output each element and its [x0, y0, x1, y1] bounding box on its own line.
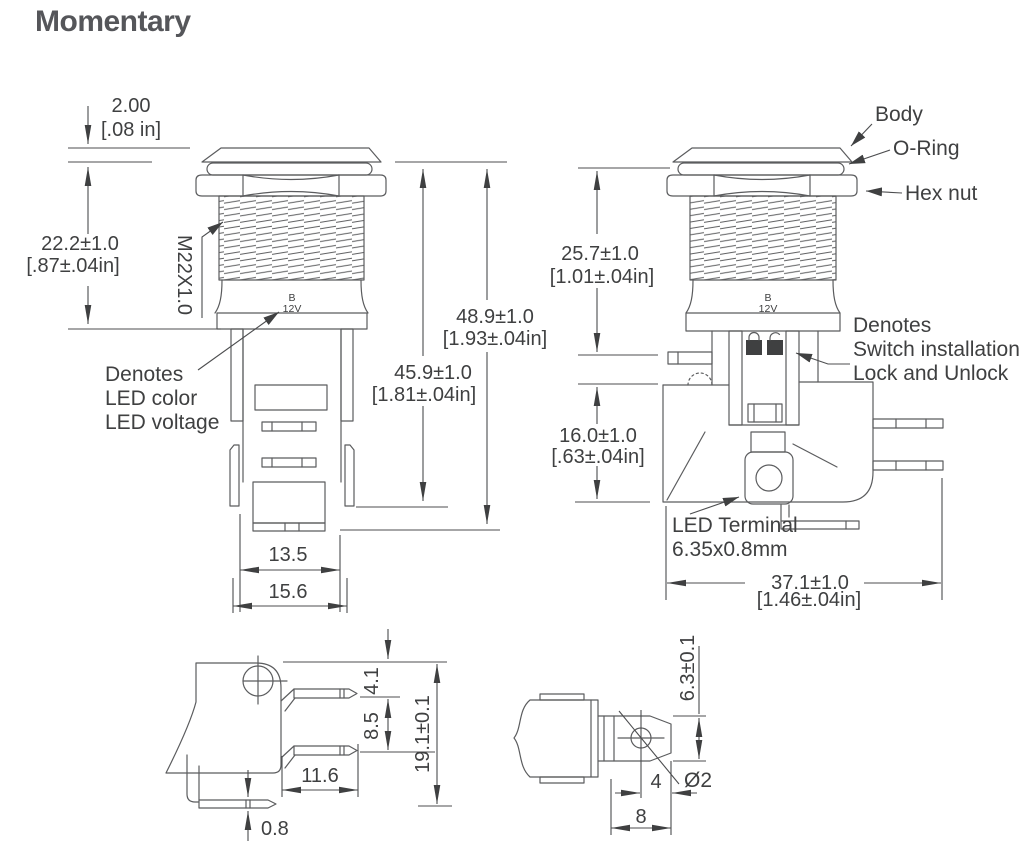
dim-outer-width: 15.6	[269, 581, 308, 603]
dim-upper-in: [1.01±.04in]	[550, 266, 654, 288]
dim-total-in: [1.93±.04in]	[443, 328, 547, 350]
side-dimension-lines	[575, 123, 943, 600]
dim-inner-width: 13.5	[269, 544, 308, 566]
dim-lower-mm: 16.0±1.0	[559, 425, 637, 447]
bracket-dimension-lines	[244, 629, 452, 841]
note-terminal-line1: LED Terminal	[672, 514, 798, 537]
side-neck-left	[685, 279, 694, 314]
side-threads	[689, 195, 837, 281]
dim-body-mm: 45.9±1.0	[394, 362, 472, 384]
dim-thread-mm: 22.2±1.0	[41, 233, 119, 255]
dim-cap-height-mm: 2.00	[112, 95, 151, 117]
side-tab	[667, 351, 713, 386]
front-dimension-lines	[68, 106, 507, 613]
lug-view: 6.3±0.1 Ø2 4 8	[513, 635, 712, 835]
dim-depth-in: [1.46±.04in]	[757, 589, 861, 611]
dim-lug-width: 6.3±0.1	[677, 635, 699, 702]
front-neck-right	[360, 279, 369, 314]
dim-lower-in: [.63±.04in]	[551, 446, 644, 468]
front-cap	[201, 147, 382, 163]
side-body-block	[662, 330, 874, 503]
side-cap	[672, 147, 853, 163]
lug-neck	[597, 715, 615, 762]
dim-body-in: [1.81±.04in]	[372, 384, 476, 406]
lug-dimension-lines	[610, 646, 706, 835]
thread-spec: M22X1.0	[173, 235, 195, 315]
front-o-ring	[206, 162, 373, 176]
label-hex-nut: Hex nut	[905, 182, 978, 205]
dim-thread-in: [.87±.04in]	[26, 255, 119, 277]
note-lock-line3: Lock and Unlock	[853, 362, 1009, 385]
side-hex-nut	[666, 174, 858, 197]
front-threads	[218, 195, 365, 281]
front-flange	[216, 312, 368, 330]
side-o-ring	[677, 162, 845, 176]
dim-pin1-offset: 4.1	[361, 667, 383, 695]
bracket-plate	[165, 662, 282, 774]
led-terminal-lug	[744, 431, 794, 505]
dim-pin-thickness: 0.8	[261, 818, 289, 840]
note-led-line3: LED voltage	[105, 411, 219, 434]
dim-hole-to-end: 4	[650, 771, 661, 793]
side-flange	[685, 312, 841, 332]
padlock-open-icon	[767, 332, 783, 355]
front-housing	[229, 328, 355, 532]
dim-pin-pitch: 8.5	[361, 712, 383, 740]
lug-hole	[617, 710, 680, 798]
dim-cap-height-in: [.08 in]	[101, 119, 161, 141]
bracket-view: 4.1 8.5 19.1±0.1 11.6 0.8	[165, 629, 452, 841]
note-terminal-line2: 6.35x0.8mm	[672, 538, 788, 561]
dim-total-mm: 48.9±1.0	[456, 306, 534, 328]
side-view: Body O-Ring Hex nut B 12V Denotes Switch…	[550, 103, 1020, 611]
front-hex-nut	[195, 174, 387, 197]
dim-lug-length: 8	[635, 806, 646, 828]
padlock-closed-icon	[746, 331, 762, 355]
front-led-marking-color: B	[288, 292, 295, 304]
note-lock-line2: Switch installation	[853, 338, 1020, 361]
bracket-mounting-hole	[242, 655, 288, 705]
front-neck-left	[214, 279, 223, 314]
dim-hole-dia: Ø2	[684, 769, 712, 792]
lug-plate	[613, 715, 672, 762]
dim-total-height: 19.1±0.1	[412, 695, 434, 773]
note-led-line1: Denotes	[105, 363, 183, 386]
dim-upper-mm: 25.7±1.0	[561, 243, 639, 265]
side-led-marking-color: B	[764, 292, 771, 304]
page-title: Momentary	[35, 5, 191, 38]
bracket-pins	[186, 688, 358, 809]
side-neck-right	[832, 279, 841, 314]
note-lock-line1: Denotes	[853, 314, 931, 337]
side-terminals	[780, 418, 944, 530]
front-led-marking-voltage: 12V	[283, 303, 302, 315]
lug-body	[513, 699, 599, 778]
led-terminal-hole	[755, 464, 783, 492]
side-led-marking-voltage: 12V	[759, 303, 778, 315]
dim-depth-mm: 37.1±1.0	[771, 572, 849, 594]
front-view: 2.00 [.08 in] 22.2±1.0 [.87±.04in] M22X1…	[26, 95, 547, 613]
dim-pin-length: 11.6	[301, 765, 338, 787]
label-body: Body	[875, 103, 923, 126]
note-led-line2: LED color	[105, 387, 197, 410]
label-o-ring: O-Ring	[893, 137, 960, 160]
